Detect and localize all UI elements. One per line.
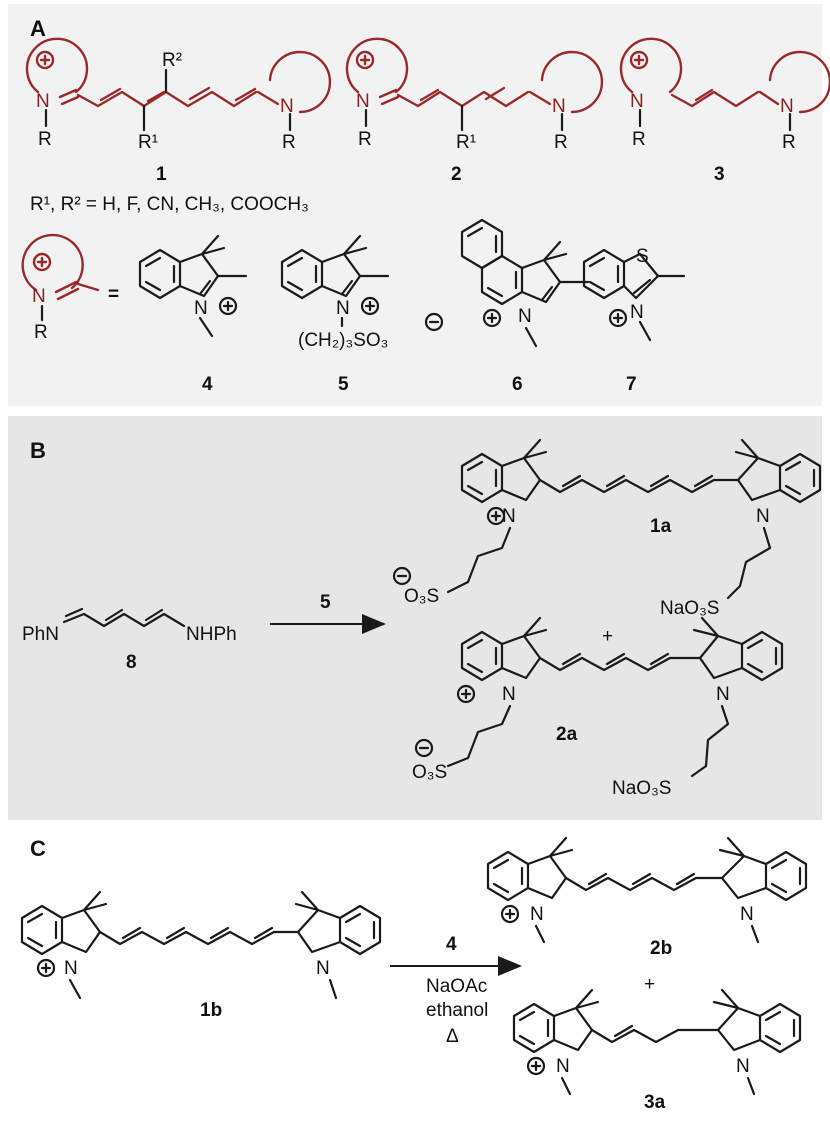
compound-2-right-n: N: [552, 96, 566, 117]
p2a-anion: O₃S: [412, 762, 447, 783]
reactant-8-right: NHPh: [186, 624, 237, 645]
p1a-anion: O₃S: [404, 586, 439, 607]
p1a-left-n: N: [502, 506, 516, 527]
plus-c: +: [644, 974, 655, 995]
heterocycle-6-structure: N: [460, 218, 590, 348]
compound-1-r1: R¹: [138, 132, 158, 153]
panel-a: [8, 4, 822, 406]
h5-n: N: [336, 298, 350, 319]
compound-2-left-r: R: [358, 129, 372, 150]
h7-s: S: [636, 246, 649, 267]
p3a-right-n: N: [736, 1056, 750, 1077]
product-1a-structure: N N O₃S NaO₃S: [392, 438, 822, 619]
compound-3-right-n: N: [780, 96, 794, 117]
heterocycle-4-structure: N: [138, 234, 248, 338]
product-2a-label: 2a: [556, 724, 578, 745]
p1a-right-n: N: [756, 506, 770, 527]
panel-a-letter: A: [30, 16, 46, 41]
p2a-left-n: N: [502, 684, 516, 705]
compound-3-structure: N R N R: [619, 37, 830, 153]
heterocycle-5-structure: N (CH₂)₃SO₃: [280, 234, 444, 351]
reagent-b-label: 5: [320, 592, 331, 613]
compound-1-left-n: N: [36, 91, 50, 112]
p1a-salt: NaO₃S: [660, 598, 719, 619]
r1b-right-n: N: [316, 958, 330, 979]
p3a-left-n: N: [556, 1056, 570, 1077]
panel-b: [8, 416, 822, 820]
compound-1-label: 1: [156, 164, 167, 185]
heterocycle-key: N R: [21, 233, 100, 343]
key-n: N: [32, 286, 46, 307]
panel-c: [8, 820, 822, 1126]
r1b-left-n: N: [64, 958, 78, 979]
compound-3-label: 3: [714, 164, 725, 185]
compound-2-right-r: R: [554, 132, 568, 153]
reagent-c-label: 4: [446, 934, 457, 955]
condition-solvent: ethanol: [426, 1000, 488, 1021]
compound-2-structure: N R R¹ N R: [345, 37, 604, 153]
condition-heat: Δ: [446, 1026, 459, 1047]
equals-sign: =: [108, 284, 119, 305]
product-1a-label: 1a: [650, 516, 672, 537]
compound-1-structure: N R R¹ R² N R: [25, 37, 332, 153]
compound-1-r2: R²: [162, 50, 182, 71]
plus-b: +: [602, 626, 613, 647]
compound-3-left-r: R: [632, 129, 646, 150]
heterocycle-6-label: 6: [512, 374, 523, 395]
heterocycle-7-structure: S N: [582, 246, 686, 342]
compound-2-left-n: N: [356, 91, 370, 112]
compound-3-left-n: N: [630, 91, 644, 112]
product-2b-structure: N N: [486, 836, 808, 944]
heterocycle-7-label: 7: [626, 374, 637, 395]
compound-2-label: 2: [451, 164, 462, 185]
p2b-right-n: N: [740, 904, 754, 925]
product-2a-structure: N N O₃S NaO₃S: [412, 616, 784, 799]
compound-1-right-r: R: [282, 132, 296, 153]
reactant-8-label: 8: [126, 652, 137, 673]
substituent-definition: R¹, R² = H, F, CN, CH₃, COOCH₃: [30, 194, 309, 215]
p2b-left-n: N: [530, 904, 544, 925]
heterocycle-4-label: 4: [202, 374, 213, 395]
p2a-right-n: N: [716, 684, 730, 705]
p2a-salt: NaO₃S: [612, 778, 671, 799]
condition-base: NaOAc: [426, 976, 487, 997]
reactant-1b-label: 1b: [200, 1000, 222, 1021]
product-3a-structure: N N: [512, 988, 802, 1096]
h4-n: N: [194, 298, 208, 319]
compound-3-right-r: R: [782, 132, 796, 153]
compound-2-r1: R¹: [456, 132, 476, 153]
compound-1-right-n: N: [280, 96, 294, 117]
product-3a-label: 3a: [644, 1092, 666, 1113]
compound-1-left-r: R: [38, 129, 52, 150]
h7-n: N: [630, 302, 644, 323]
reactant-1b-structure: N N: [20, 890, 382, 1000]
reactant-8-structure: PhN NHPh: [22, 607, 237, 645]
h5-sulfonate: (CH₂)₃SO₃: [298, 330, 388, 351]
panel-b-letter: B: [30, 438, 46, 463]
reactant-8-left: PhN: [22, 624, 59, 645]
panel-c-letter: C: [30, 836, 46, 861]
h6-n: N: [518, 306, 532, 327]
product-2b-label: 2b: [650, 938, 672, 959]
key-r: R: [34, 322, 48, 343]
heterocycle-5-label: 5: [338, 374, 349, 395]
